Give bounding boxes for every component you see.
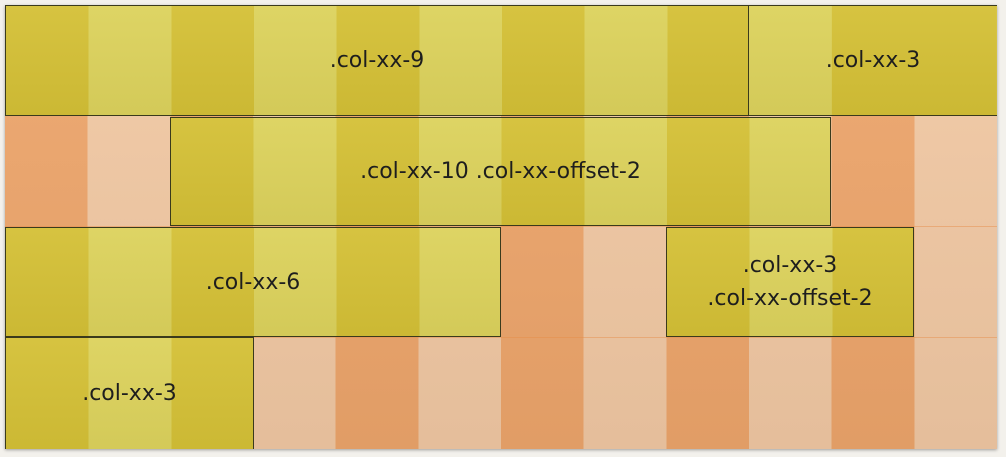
col-block-label-line: .col-xx-6 (205, 269, 301, 295)
col-block-label-line: .col-xx-3 (742, 253, 838, 278)
col-block-6: .col-xx-6 (5, 227, 501, 337)
col-block-label: .col-xx-10 .col-xx-offset-2 (360, 155, 641, 188)
col-block-label: .col-xx-6 (206, 266, 301, 299)
col-block-3: .col-xx-3 (748, 5, 997, 116)
col-block-10-offset-2: .col-xx-10 .col-xx-offset-2 (170, 117, 831, 226)
col-block-label-line: .col-xx-3 (825, 48, 921, 73)
row-divider (5, 337, 997, 338)
col-block-label: .col-xx-9 (330, 44, 425, 77)
col-block-label-line: .col-xx-9 (329, 48, 425, 73)
row-divider (5, 226, 997, 227)
col-block-label: .col-xx-3 (826, 44, 921, 77)
col-block-label-line: .col-xx-10 .col-xx-offset-2 (360, 159, 641, 184)
col-block-3: .col-xx-3 (5, 337, 254, 449)
grid-diagram: .col-xx-9 .col-xx-3 .col-xx-10 .col-xx-o… (5, 5, 997, 449)
col-block-label-line: .col-xx-3 (82, 381, 177, 406)
col-block-label: .col-xx-3 .col-xx-offset-2 (707, 249, 872, 315)
col-block-9: .col-xx-9 (5, 5, 749, 116)
col-block-label: .col-xx-3 (82, 377, 177, 410)
col-block-3-offset-2: .col-xx-3 .col-xx-offset-2 (666, 227, 914, 337)
col-block-label-line: .col-xx-offset-2 (707, 286, 873, 311)
